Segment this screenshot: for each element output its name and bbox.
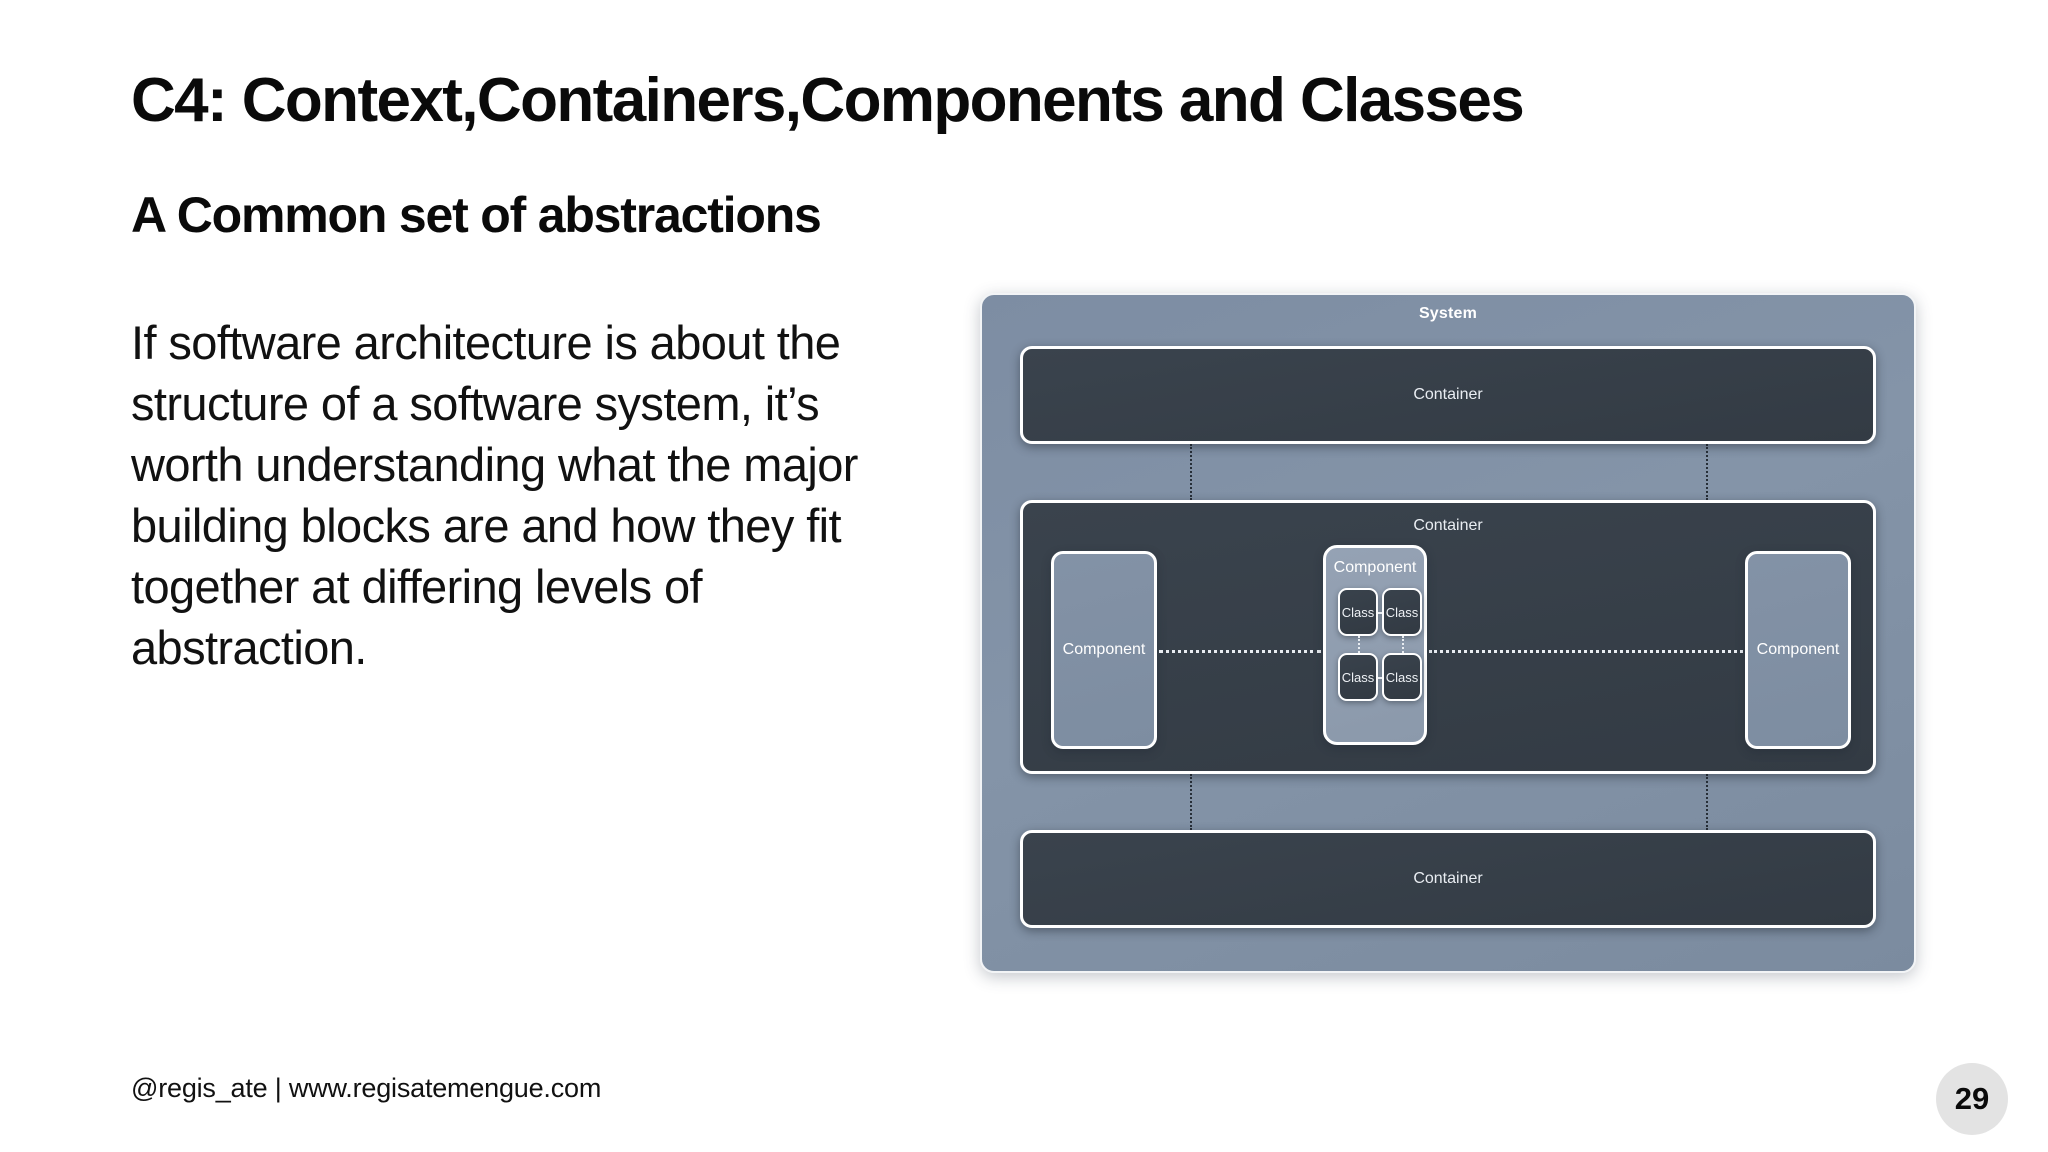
connector-class-bottom (1378, 677, 1382, 679)
container-top-label: Container (1413, 386, 1483, 403)
connector-bottom-right (1706, 774, 1708, 830)
container-box-mid: Container Component Component Class Clas… (1020, 500, 1876, 774)
connector-component-left-center (1159, 650, 1321, 653)
class-tl-label: Class (1341, 604, 1375, 620)
class-box-bottom-left: Class (1338, 653, 1378, 701)
body-paragraph: If software architecture is about the st… (131, 316, 858, 675)
container-box-bottom: Container (1020, 830, 1876, 928)
connector-top-left (1190, 444, 1192, 500)
component-center-label: Component (1333, 559, 1417, 576)
connector-bottom-left (1190, 774, 1192, 830)
class-bl-label: Class (1341, 669, 1375, 685)
component-box-right: Component (1745, 551, 1851, 749)
component-box-center: Component Class Class Class Class (1323, 545, 1427, 745)
connector-component-center-right (1429, 650, 1743, 653)
container-box-top: Container (1020, 346, 1876, 444)
c4-diagram: System Container Container Component Com… (980, 293, 1916, 973)
connector-top-right (1706, 444, 1708, 500)
class-box-top-right: Class (1382, 588, 1422, 636)
connector-class-top (1378, 612, 1382, 614)
page-number-badge: 29 (1936, 1063, 2008, 1135)
connector-class-left (1358, 636, 1360, 653)
page-subtitle: A Common set of abstractions (131, 187, 822, 243)
system-label: System (1418, 305, 1478, 322)
container-mid-label: Container (1413, 517, 1483, 534)
container-bottom-label: Container (1413, 870, 1483, 887)
class-tr-label: Class (1385, 604, 1419, 620)
footer-credit: @regis_ate | www.regisatemengue.com (131, 1073, 602, 1103)
component-right-label: Component (1756, 641, 1840, 658)
component-box-left: Component (1051, 551, 1157, 749)
class-box-bottom-right: Class (1382, 653, 1422, 701)
class-br-label: Class (1385, 669, 1419, 685)
component-left-label: Component (1062, 641, 1146, 658)
class-box-top-left: Class (1338, 588, 1378, 636)
page-title: C4: Context,Containers,Components and Cl… (131, 66, 1525, 135)
connector-class-right (1402, 636, 1404, 653)
